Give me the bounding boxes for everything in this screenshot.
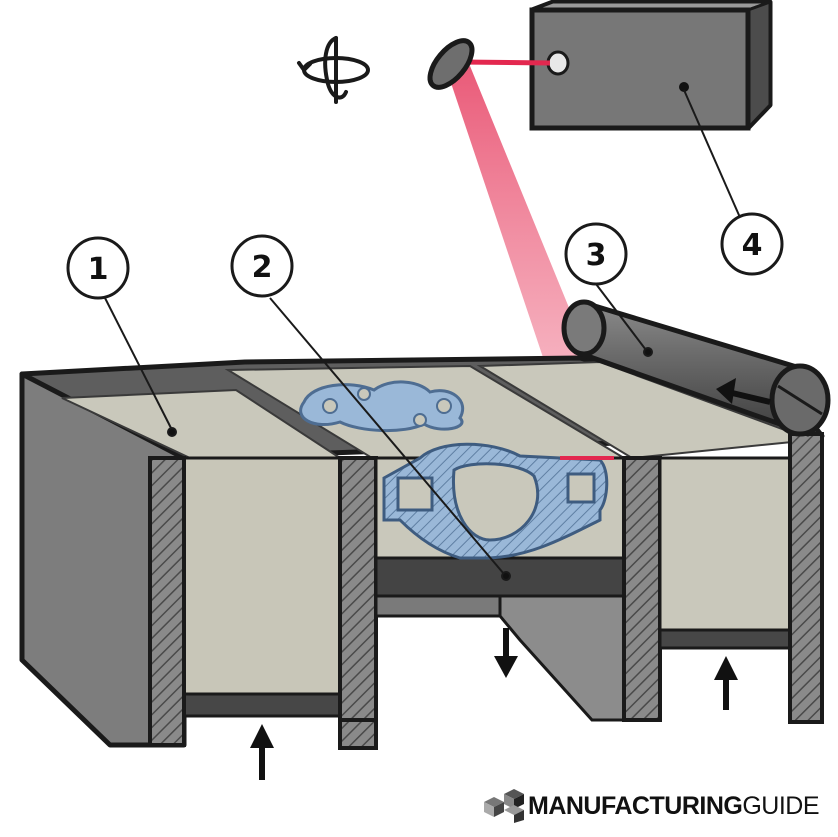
callout-1: 1 <box>66 236 130 300</box>
callout-3: 3 <box>564 222 628 286</box>
laser-unit <box>529 0 773 131</box>
callout-3-label: 3 <box>586 238 607 273</box>
callout-2-label: 2 <box>252 250 273 285</box>
rotate-icon <box>297 36 370 104</box>
powder-roller <box>561 299 831 437</box>
mirror-icon <box>427 38 475 90</box>
brand-name-light: GUIDE <box>742 791 820 820</box>
printed-part <box>299 380 614 560</box>
platform-up-arrow-icon <box>250 656 738 780</box>
brand-cube-icon <box>484 789 524 823</box>
callout-leaders <box>103 89 743 581</box>
callout-4: 4 <box>720 212 784 276</box>
platform-down-arrow-icon <box>494 628 518 678</box>
roller-arrow-icon <box>716 378 771 405</box>
callout-4-label: 4 <box>742 228 763 263</box>
callout-2: 2 <box>230 234 294 298</box>
callout-1-label: 1 <box>88 252 109 287</box>
brand-name-bold: MANUFACTURING <box>528 791 743 820</box>
